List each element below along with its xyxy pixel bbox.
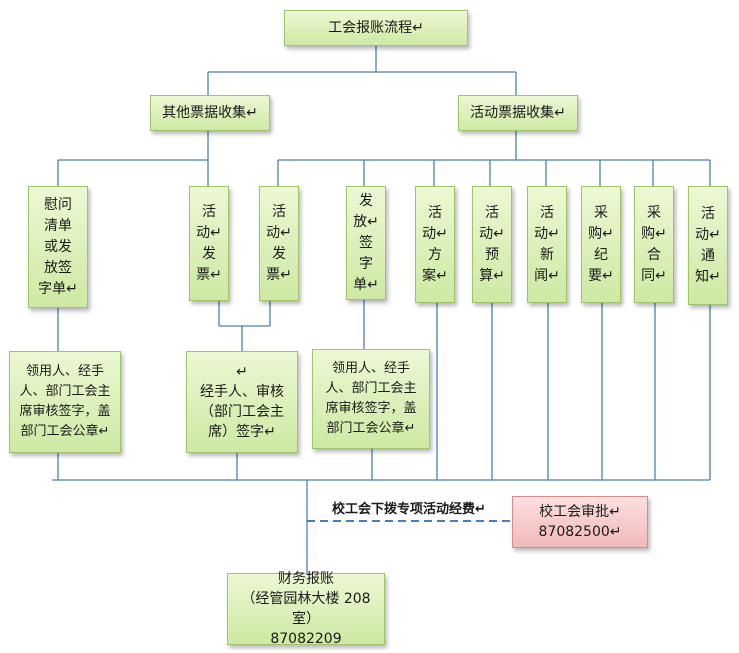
other-receipts-collection: 其他票据收集↵ [150, 95, 270, 131]
signoff-left-box: 领用人、经手 人、部门工会主 席审核签字，盖 部门工会公章↵ [9, 351, 121, 453]
purchase-contract-box: 采 购↵ 合 同↵ [634, 186, 674, 303]
activity-plan-box: 活 动↵ 方 案↵ [415, 186, 455, 303]
purchase-minutes-box: 采 购↵ 纪 要↵ [581, 186, 621, 303]
issue-sign-sheet-box: 发 放↵ 签 字 单↵ [346, 186, 386, 300]
activity-news-box: 活 动↵ 新 闻↵ [527, 186, 567, 303]
activity-receipts-collection: 活动票据收集↵ [458, 95, 578, 131]
finance-reimbursement-box: 财务报账 （经管园林大楼 208 室） 87082209 [227, 571, 385, 647]
transfer-funds-label: 校工会下拨专项活动经费↵ [332, 502, 486, 517]
signoff-middle-box: ↵ 经手人、审核 （部门工会主 席）签字↵ [186, 351, 298, 453]
activity-budget-box: 活 动↵ 预 算↵ [472, 186, 512, 303]
activity-notice-box: 活 动↵ 通 知↵ [688, 186, 728, 305]
signoff-right-box: 领用人、经手 人、部门工会主 席审核签字，盖 部门工会公章↵ [312, 349, 430, 449]
activity-invoice-box-1: 活 动↵ 发 票↵ [189, 186, 229, 301]
flow-title: 工会报账流程↵ [284, 10, 468, 46]
condolence-list-box: 慰问 清单 或发 放签 字单↵ [28, 186, 88, 308]
activity-invoice-box-2: 活 动↵ 发 票↵ [259, 186, 299, 301]
school-union-approval-box: 校工会审批↵ 87082500↵ [512, 496, 648, 548]
